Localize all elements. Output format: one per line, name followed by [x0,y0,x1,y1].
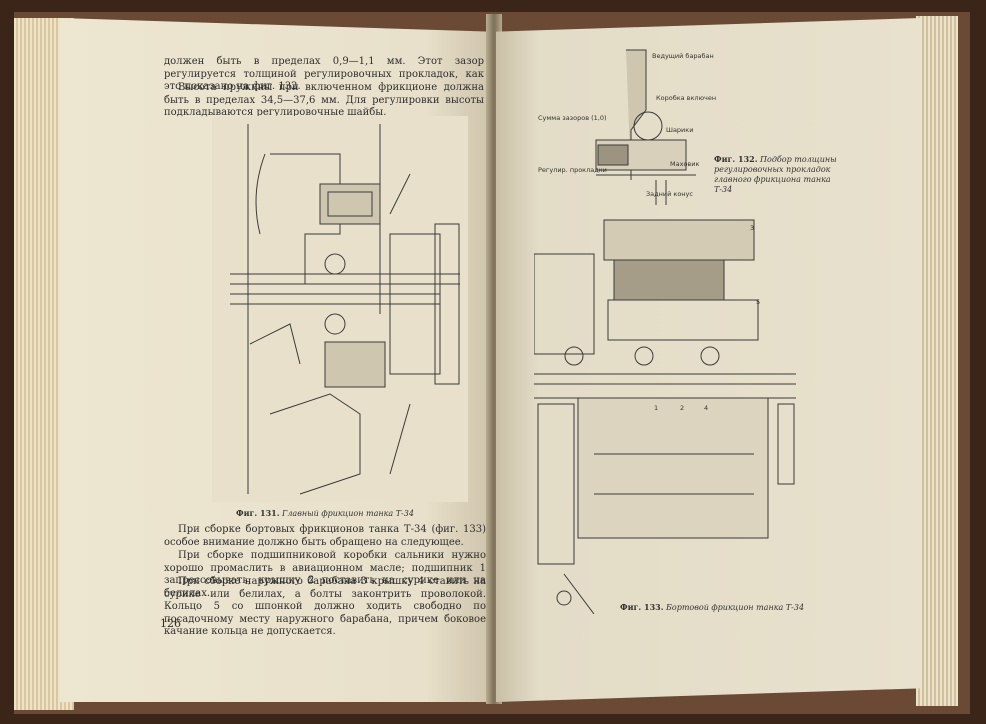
fig132-label-d: Шарики [666,126,693,134]
body-paragraph-1: При сборке бортовых фрикционов танка Т-3… [164,524,486,548]
fig132-label-f: Маховик [670,160,699,168]
figure-131-number: Фиг. 131. [236,508,280,518]
figure-133-drawing: 3 5 1 2 4 [534,219,796,614]
right-page: Ведущий барабан Коробка включения Сумма … [496,18,920,702]
body-paragraph-3: При сборке наружного барабана 3 крышку 4… [164,576,486,637]
figure-132-number: Фиг. 132. [714,154,758,164]
figure-133-title: Бортовой фрикцион танка Т-34 [666,603,805,612]
fig133-number-4: 4 [704,404,708,412]
figure-132-drawing: Ведущий барабан Коробка включения Сумма … [538,49,716,205]
figure-133-caption: Фиг. 133. Бортовой фрикцион танка Т-34 [620,602,804,612]
figure-132-title: Подбор толщины регулировочных прокладок … [714,155,837,194]
fig132-label-e: Регулир. прокладки [538,166,607,174]
fig132-label-c: Сумма зазоров (1,0) [538,114,607,122]
left-page: должен быть в пределах 0,9—1,1 мм. Этот … [60,18,490,702]
figure-131-drawing [212,116,468,502]
figure-131-caption: Фиг. 131. Главный фрикцион танка Т-34 [236,508,414,518]
fig133-number-5: 5 [756,298,760,306]
fig132-label-b: Коробка включения [656,94,716,102]
fig133-number-3: 3 [750,224,754,232]
fig133-number-1: 1 [654,404,658,412]
intro-paragraph-2: Высота пружины при включенном фрикционе … [164,82,484,118]
fig133-number-2: 2 [680,404,684,412]
fig132-label-a: Ведущий барабан [652,52,714,60]
intro-paragraph-1: должен быть в пределах 0,9—1,1 мм. Этот … [164,56,484,92]
page-number: 126 [160,617,181,630]
body-paragraph-2: При сборке подшипниковой коробки сальник… [164,550,486,599]
figure-131-title: Главный фрикцион танка Т-34 [282,509,414,518]
fig132-label-g: Задний конус [646,190,693,198]
figure-132-caption: Фиг. 132. Подбор толщины регулировочных … [714,154,842,195]
figure-133-number: Фиг. 133. [620,602,664,612]
page-stack-right [916,16,958,706]
